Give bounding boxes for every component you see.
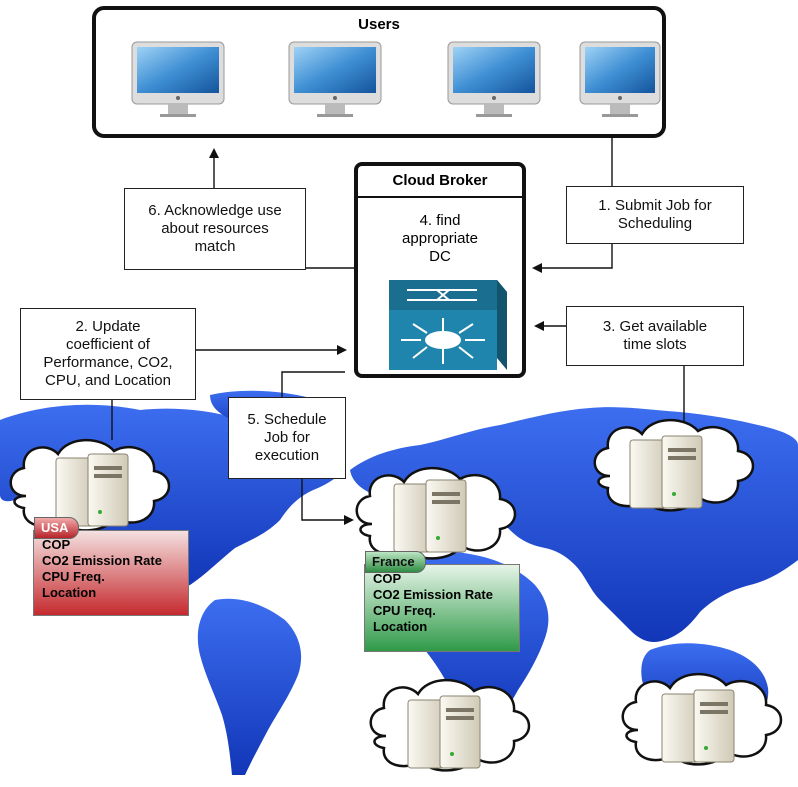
arrow-submit-job [534, 138, 613, 268]
step-3-line-1: 3. Get available [602, 318, 708, 335]
france-field-location: Location [373, 619, 428, 634]
step-2-line-4: CPU, and Location [45, 372, 171, 389]
step-5-line-2: Job for [264, 429, 310, 446]
map-south-america [197, 598, 302, 775]
switch-icon [389, 280, 507, 370]
step-6-line-2: about resources [161, 220, 269, 237]
usa-field-cpu: CPU Freq. [42, 569, 105, 584]
broker-step-4-line-1: 4. find [419, 212, 461, 229]
monitor-2-icon [288, 41, 382, 117]
step-1-box: 1. Submit Job for Scheduling [566, 186, 744, 244]
france-info-card: France COP CO2 Emission Rate CPU Freq. L… [364, 551, 520, 652]
step-6-box: 6. Acknowledge use about resources match [124, 188, 306, 270]
step-6-line-3: match [194, 238, 236, 255]
broker-step-4: 4. find appropriate DC [358, 212, 522, 266]
users-panel: Users [92, 6, 666, 138]
arrow-acknowledge [214, 150, 354, 269]
broker-step-4-line-3: DC [429, 248, 451, 265]
broker-title: Cloud Broker [358, 166, 522, 198]
usa-field-cop: COP [42, 537, 71, 552]
france-field-co2: CO2 Emission Rate [373, 587, 493, 602]
map-australia [641, 643, 769, 724]
arrow-schedule-job [281, 371, 352, 520]
step-5-line-3: execution [254, 447, 320, 464]
connectors [111, 138, 685, 520]
france-field-cop: COP [373, 571, 402, 586]
step-2-box: 2. Update coefficient of Performance, CO… [20, 308, 196, 400]
monitor-1-icon [131, 41, 225, 117]
france-label: France [365, 551, 426, 573]
broker-step-4-line-2: appropriate [402, 230, 478, 247]
step-2-line-3: Performance, CO2, [43, 354, 173, 371]
usa-info-card: USA COP CO2 Emission Rate CPU Freq. Loca… [33, 517, 189, 616]
step-3-box: 3. Get available time slots [566, 306, 744, 366]
step-1-line-1: 1. Submit Job for [598, 197, 712, 214]
step-5-line-1: 5. Schedule [247, 411, 327, 428]
step-3-line-2: time slots [623, 336, 687, 353]
monitors-row [131, 41, 661, 117]
monitor-3-icon [447, 41, 541, 117]
france-field-cpu: CPU Freq. [373, 603, 436, 618]
users-title: Users [358, 16, 400, 33]
step-5-box: 5. Schedule Job for execution [228, 397, 346, 479]
step-6-line-1: 6. Acknowledge use [148, 202, 282, 219]
usa-field-location: Location [42, 585, 97, 600]
usa-label: USA [34, 517, 80, 539]
cloud-broker: Cloud Broker 4. find appropriate DC [354, 162, 526, 378]
step-1-line-2: Scheduling [617, 215, 693, 232]
step-2-line-1: 2. Update [75, 318, 141, 335]
step-2-line-2: coefficient of [66, 336, 150, 353]
usa-field-co2: CO2 Emission Rate [42, 553, 162, 568]
monitor-4-icon [579, 41, 661, 117]
